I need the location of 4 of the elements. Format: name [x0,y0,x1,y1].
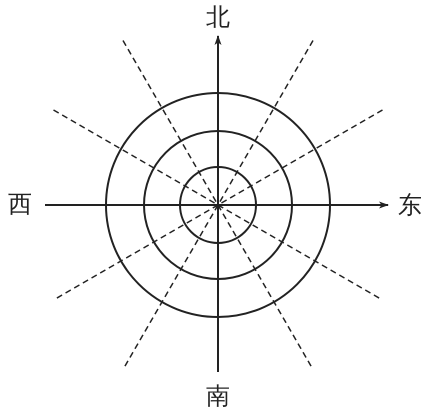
direction-label: 东 [398,193,422,217]
direction-label: 北 [206,5,230,29]
direction-label: 南 [206,384,230,408]
direction-label: 西 [8,192,32,216]
